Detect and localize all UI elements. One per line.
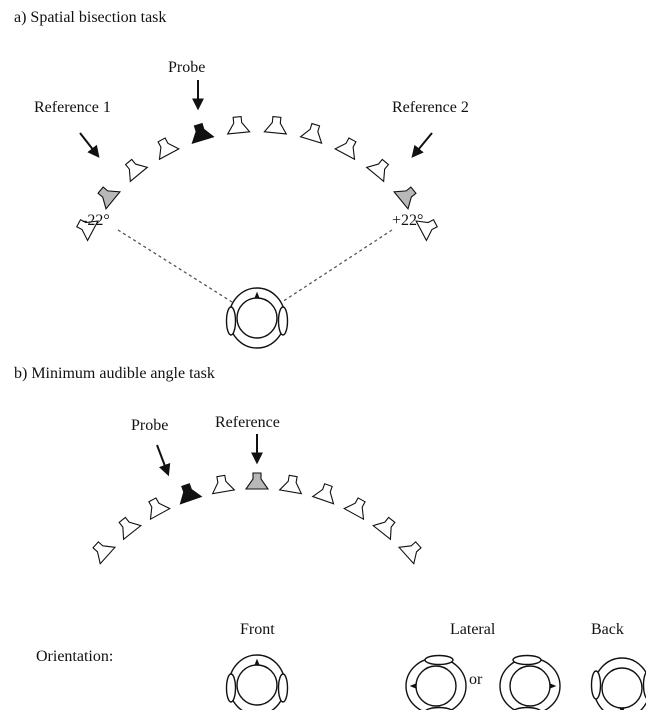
panel-a-speaker-reference xyxy=(393,181,421,210)
panel-a-speaker-reference xyxy=(93,181,121,210)
reference-label-b: Reference xyxy=(215,414,280,431)
panel-a-speaker-plain xyxy=(334,134,363,160)
panel-a-speaker-probe xyxy=(187,120,214,144)
angle-left-label: -22° xyxy=(82,212,110,229)
reference-1-arrow xyxy=(79,132,100,158)
lateral-label: Lateral xyxy=(450,621,496,638)
probe-label-a: Probe xyxy=(168,59,205,76)
dashed-line-left xyxy=(117,229,233,303)
reference-1-label: Reference 1 xyxy=(34,99,111,116)
panel-a-speaker-plain xyxy=(151,134,180,160)
back-head-icon xyxy=(590,657,646,710)
reference-2-label: Reference 2 xyxy=(392,99,469,116)
angle-right-label: +22° xyxy=(392,212,423,229)
panel-a-speaker-plain xyxy=(366,154,395,182)
panel-b-speaker-reference xyxy=(245,472,269,490)
back-label: Back xyxy=(591,621,624,638)
panel-a-speaker-plain xyxy=(119,154,148,182)
lateral-right-head-icon xyxy=(499,654,561,710)
panel-a-speaker-plain xyxy=(263,115,289,135)
panel-b-speaker-plain xyxy=(279,473,305,495)
front-label: Front xyxy=(240,621,275,638)
speaker-arc-a xyxy=(72,115,442,241)
panel-b: b) Minimum audible angle task Probe Refe… xyxy=(14,365,427,565)
panel-b-speaker-plain xyxy=(87,536,116,565)
lateral-left-head-icon xyxy=(405,654,467,710)
panel-b-speaker-plain xyxy=(312,480,340,505)
panel-b-speaker-plain xyxy=(113,512,142,540)
panel-a-speaker-plain xyxy=(225,115,251,135)
dashed-line-right xyxy=(281,229,393,303)
front-head-icon xyxy=(225,654,289,710)
panel-b-title: b) Minimum audible angle task xyxy=(14,365,215,382)
listener-head-a xyxy=(225,287,289,349)
panel-a: a) Spatial bisection task Probe Referenc… xyxy=(14,9,469,349)
or-label: or xyxy=(469,671,483,688)
panel-b-speaker-plain xyxy=(209,473,235,495)
probe-arrow-b xyxy=(156,444,171,477)
panel-b-speaker-plain xyxy=(372,512,401,540)
panel-b-speaker-probe xyxy=(174,480,202,505)
panel-b-speaker-plain xyxy=(142,494,171,520)
speaker-arc-b xyxy=(87,472,427,565)
orientation-legend: Orientation: Front Lateral or Back xyxy=(36,621,646,710)
reference-2-arrow xyxy=(411,132,433,158)
panel-a-speaker-plain xyxy=(300,120,327,144)
orientation-label: Orientation: xyxy=(36,648,113,665)
panel-b-speaker-plain xyxy=(398,536,427,565)
panel-b-speaker-plain xyxy=(343,494,372,520)
probe-label-b: Probe xyxy=(131,417,168,434)
panel-a-title: a) Spatial bisection task xyxy=(14,9,166,26)
